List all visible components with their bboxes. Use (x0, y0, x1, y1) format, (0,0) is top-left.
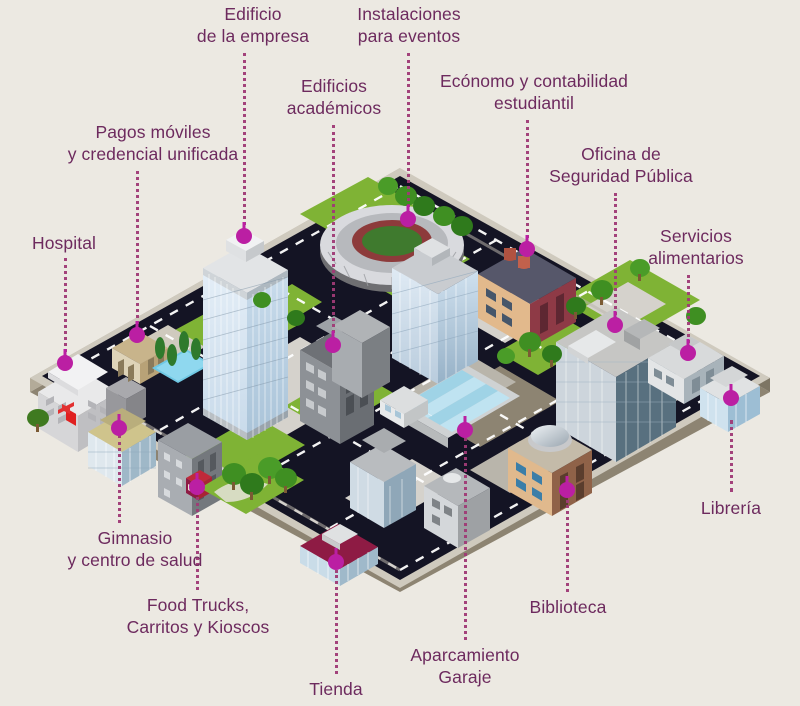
midright-towers (332, 310, 390, 398)
leader-line-gimnasio-salud (117, 435, 121, 523)
map-pin-food-trucks[interactable] (189, 479, 205, 495)
academic-buildings (391, 238, 479, 384)
callout-label-edificios-academicos[interactable]: Edificios académicos (286, 76, 382, 119)
map-pin-biblioteca[interactable] (559, 482, 575, 498)
callout-label-aparcamiento-garaje[interactable]: Aparcamiento Garaje (410, 645, 520, 688)
leader-line-libreria (729, 420, 733, 492)
lower-park (200, 454, 304, 514)
store-building (300, 524, 378, 586)
map-pin-edificio-empresa[interactable] (236, 228, 252, 244)
callout-label-economo-contabilidad[interactable]: Ecónomo y contabilidad estudiantil (439, 71, 628, 114)
map-pin-libreria[interactable] (723, 390, 739, 406)
callout-label-pagos-moviles[interactable]: Pagos móviles y credencial unificada (67, 122, 239, 165)
stadium-trees (378, 177, 473, 236)
callout-label-hospital[interactable]: Hospital (31, 233, 97, 253)
map-pin-instalaciones-eventos[interactable] (400, 211, 416, 227)
parking-garage (380, 366, 520, 448)
map-pin-economo-contabilidad[interactable] (519, 241, 535, 257)
callout-label-libreria[interactable]: Librería (700, 498, 762, 518)
leader-line-edificios-academicos (331, 125, 335, 340)
callout-label-servicios-alimentarios[interactable]: Servicios alimentarios (648, 226, 744, 269)
callout-label-oficina-seguridad[interactable]: Oficina de Seguridad Pública (549, 144, 693, 187)
street-trees (253, 259, 706, 367)
map-pin-tienda[interactable] (328, 554, 344, 570)
company-tower (202, 230, 289, 440)
leader-line-food-trucks (195, 492, 199, 590)
leader-line-pagos-moviles (135, 171, 139, 330)
leader-line-instalaciones-eventos (406, 53, 410, 214)
leader-line-aparcamiento-garaje (463, 438, 467, 640)
economy-building (478, 248, 576, 348)
map-pin-oficina-seguridad[interactable] (607, 317, 623, 333)
map-pin-hospital[interactable] (57, 355, 73, 371)
callout-label-tienda[interactable]: Tienda (309, 679, 363, 699)
leader-line-tienda (334, 570, 338, 674)
mobile-payments-building (112, 331, 213, 384)
callout-label-instalaciones-eventos[interactable]: Instalaciones para eventos (357, 4, 461, 47)
callout-label-food-trucks[interactable]: Food Trucks, Carritos y Kioscos (126, 595, 270, 638)
map-pin-edificios-academicos[interactable] (325, 337, 341, 353)
misc-buildings-bottom (350, 428, 490, 548)
callout-label-edificio-empresa[interactable]: Edificio de la empresa (196, 4, 310, 47)
map-pin-servicios-alimentarios[interactable] (680, 345, 696, 361)
callout-label-gimnasio-salud[interactable]: Gimnasio y centro de salud (67, 528, 203, 571)
leader-line-biblioteca (565, 500, 569, 592)
leader-line-oficina-seguridad (613, 193, 617, 320)
map-pin-aparcamiento-garaje[interactable] (457, 422, 473, 438)
leader-line-economo-contabilidad (525, 120, 529, 244)
map-pin-gimnasio-salud[interactable] (111, 420, 127, 436)
map-pin-pagos-moviles[interactable] (129, 327, 145, 343)
leader-line-edificio-empresa (242, 53, 246, 232)
leader-line-hospital (63, 258, 67, 358)
callout-label-biblioteca[interactable]: Biblioteca (529, 597, 607, 617)
leader-line-servicios-alimentarios (686, 275, 690, 348)
